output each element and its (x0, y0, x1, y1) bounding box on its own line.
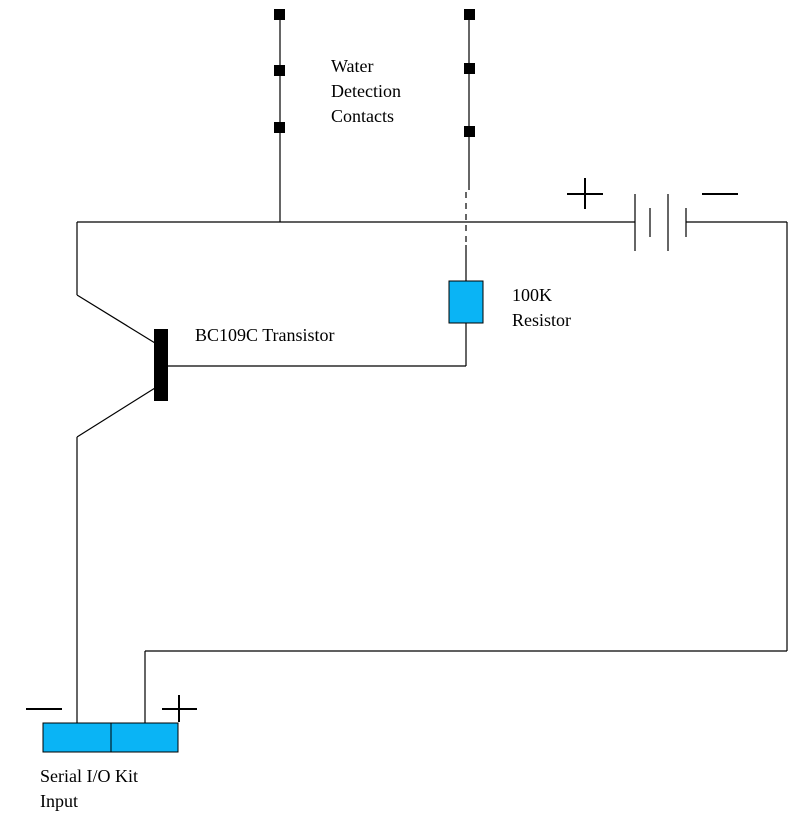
battery-plus-icon (567, 178, 603, 209)
label-line: Input (40, 791, 78, 811)
serial-input-label: Serial I/O Kit Input (40, 764, 138, 814)
contact-dot (274, 65, 285, 76)
contact-dot (274, 9, 285, 20)
collector-lead (76, 294, 156, 344)
contact-dot (464, 126, 475, 137)
battery-icon (634, 194, 687, 251)
label-line: Water (331, 56, 374, 76)
serial-plus-icon (162, 695, 197, 722)
water-contacts-label: Water Detection Contacts (331, 54, 401, 129)
water-contact-points (274, 9, 475, 137)
label-line: Detection (331, 81, 401, 101)
transistor-label: BC109C Transistor (195, 325, 335, 345)
serial-input-plus-terminal (110, 722, 179, 753)
serial-input-minus-terminal (42, 722, 112, 753)
contact-dot (464, 9, 475, 20)
resistor-label: 100K Resistor (512, 283, 571, 333)
transistor-symbol (154, 329, 168, 401)
resistor-symbol (448, 280, 484, 324)
label-line: Contacts (331, 106, 394, 126)
contact-dot (464, 63, 475, 74)
label-line: 100K (512, 285, 552, 305)
contact-dot (274, 122, 285, 133)
label-line: Resistor (512, 310, 572, 330)
emitter-lead (76, 387, 156, 438)
label-line: Serial I/O Kit (40, 766, 138, 786)
